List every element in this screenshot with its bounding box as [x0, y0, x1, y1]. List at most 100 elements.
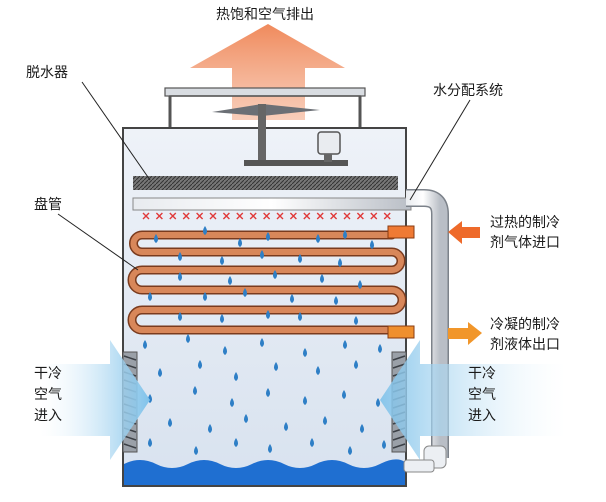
louver-slat [392, 355, 406, 361]
nozzle-mark [263, 212, 271, 220]
air-inlet-arrow-icon [40, 340, 150, 460]
liquid-outlet-label-2: 剂液体出口 [490, 337, 560, 353]
nozzle-mark [370, 212, 378, 220]
water-drop-icon [316, 234, 320, 243]
water-distribution-label: 水分配系统 [433, 83, 503, 99]
water-drop-icon [223, 346, 227, 355]
water-drop-icon [376, 398, 380, 407]
louver-slat [392, 435, 406, 441]
water-drop-icon [298, 312, 302, 321]
water-drop-icon [234, 438, 238, 447]
nozzle-mark [383, 212, 391, 220]
louver-slat [123, 355, 137, 361]
water-drop-icon [193, 386, 197, 395]
louver-slat [392, 363, 406, 369]
drift-eliminator [133, 176, 398, 190]
water-drop-icon [303, 396, 307, 405]
water-drop-icon [220, 314, 224, 323]
water-drop-icon [168, 418, 172, 427]
nozzle-mark [343, 212, 351, 220]
water-drop-icon [268, 444, 272, 453]
water-drop-icon [334, 296, 338, 305]
water-drop-icon [228, 276, 232, 285]
nozzle-mark [356, 212, 364, 220]
liquid-outlet-stub [387, 325, 415, 339]
water-drop-icon [284, 422, 288, 431]
water-drop-icon [230, 398, 234, 407]
gas-inlet-label-1: 过热的制冷 [490, 215, 560, 231]
distribution-leader [409, 99, 471, 201]
nozzle-mark [303, 212, 311, 220]
distribution-header [132, 197, 412, 211]
water-drop-icon [186, 334, 190, 343]
nozzle-mark [155, 212, 163, 220]
dry-air-right-line: 干冷 [468, 366, 496, 382]
eliminator-leader [81, 81, 151, 181]
water-drop-icon [220, 256, 224, 265]
water-drop-icon [260, 250, 264, 259]
eliminator-label: 脱水器 [26, 65, 68, 81]
water-drop-icon [178, 272, 182, 281]
water-drop-icon [348, 446, 352, 455]
coil-label: 盘管 [34, 197, 62, 213]
water-drop-icon [342, 390, 346, 399]
water-drop-icon [266, 388, 270, 397]
water-drop-icon [316, 366, 320, 375]
water-drop-icon [208, 424, 212, 433]
coil-leader [57, 213, 139, 271]
water-drop-icon [360, 424, 364, 433]
water-drop-icon [194, 446, 198, 455]
nozzle-mark [222, 212, 230, 220]
water-drop-icon [354, 316, 358, 325]
exhaust-arrow-icon [190, 24, 345, 120]
water-drop-icon [298, 254, 302, 263]
water-drop-icon [154, 234, 158, 243]
water-drop-icon [343, 230, 347, 239]
dry-air-right-line: 进入 [468, 408, 496, 424]
water-drop-icon [260, 338, 264, 347]
water-drop-icon [266, 310, 270, 319]
water-drop-icon [370, 240, 374, 249]
nozzle-mark [316, 212, 324, 220]
recirculation-pipe [403, 189, 449, 473]
inlet-arrow-icon [448, 221, 480, 244]
water-drops [143, 226, 386, 455]
water-drop-icon [320, 274, 324, 283]
nozzle-mark [249, 212, 257, 220]
nozzle-mark [182, 212, 190, 220]
water-drop-icon [274, 362, 278, 371]
water-drop-icon [266, 232, 270, 241]
water-drop-icon [382, 440, 386, 449]
nozzle-mark [289, 212, 297, 220]
louver-slat [392, 443, 406, 449]
basin-water [124, 459, 405, 485]
water-drop-icon [378, 344, 382, 353]
air-inlet-arrow-icon [380, 340, 566, 460]
water-drop-icon [323, 416, 327, 425]
nozzle-mark [142, 212, 150, 220]
water-drop-icon [343, 340, 347, 349]
dry-air-left-line: 干冷 [34, 366, 62, 382]
dry-air-right-line: 空气 [468, 387, 496, 403]
water-drop-icon [303, 348, 307, 357]
dry-air-left-line: 空气 [34, 387, 62, 403]
louver-slat [123, 443, 137, 449]
nozzle-mark [196, 212, 204, 220]
water-drop-icon [273, 270, 277, 279]
nozzle-mark [169, 212, 177, 220]
nozzle-mark [330, 212, 338, 220]
exhaust-label: 热饱和空气排出 [216, 7, 314, 23]
water-drop-icon [244, 414, 248, 423]
water-drop-icon [148, 438, 152, 447]
gas-inlet-label-2: 剂气体进口 [490, 235, 560, 251]
coil-tube [129, 232, 405, 333]
water-drop-icon [290, 294, 294, 303]
gas-inlet-stub [387, 225, 415, 239]
dry-air-left-line: 进入 [34, 408, 62, 424]
water-drop-icon [148, 292, 152, 301]
spray-nozzles [142, 212, 391, 220]
water-drop-icon [198, 360, 202, 369]
water-drop-icon [354, 360, 358, 369]
water-drop-icon [358, 280, 362, 289]
